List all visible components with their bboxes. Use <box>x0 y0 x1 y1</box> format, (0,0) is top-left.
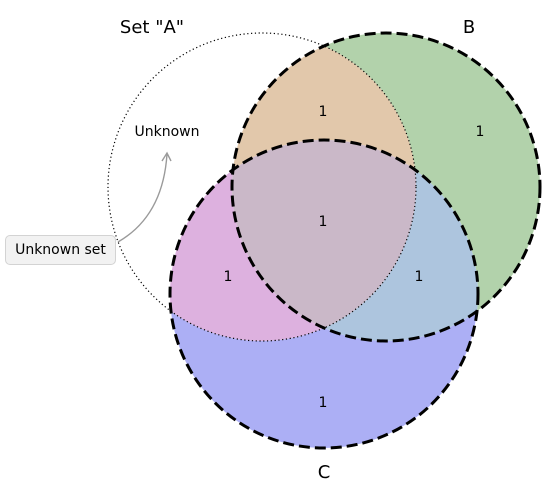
region-label-c-only: 1 <box>319 395 328 411</box>
region-label-abc: 1 <box>319 214 328 230</box>
region-abc <box>232 140 416 341</box>
region-label-ac: 1 <box>224 269 233 285</box>
region-label-bc: 1 <box>415 269 424 285</box>
region-label-ab: 1 <box>319 104 328 120</box>
callout-arrow-head <box>161 151 172 162</box>
callout-arrow <box>117 153 168 243</box>
set-c-outline <box>168 138 480 450</box>
region-fills <box>170 33 540 448</box>
unknown-set-callout: Unknown set <box>5 235 116 265</box>
set-a-outline <box>107 32 417 342</box>
set-a-label: Set "A" <box>120 17 184 38</box>
region-label-b-only: 1 <box>476 124 485 140</box>
set-b-outline <box>230 31 542 343</box>
set-c-label: C <box>318 462 331 482</box>
set-b-label: B <box>463 17 475 38</box>
unknown-region-text: Unknown <box>135 124 200 140</box>
